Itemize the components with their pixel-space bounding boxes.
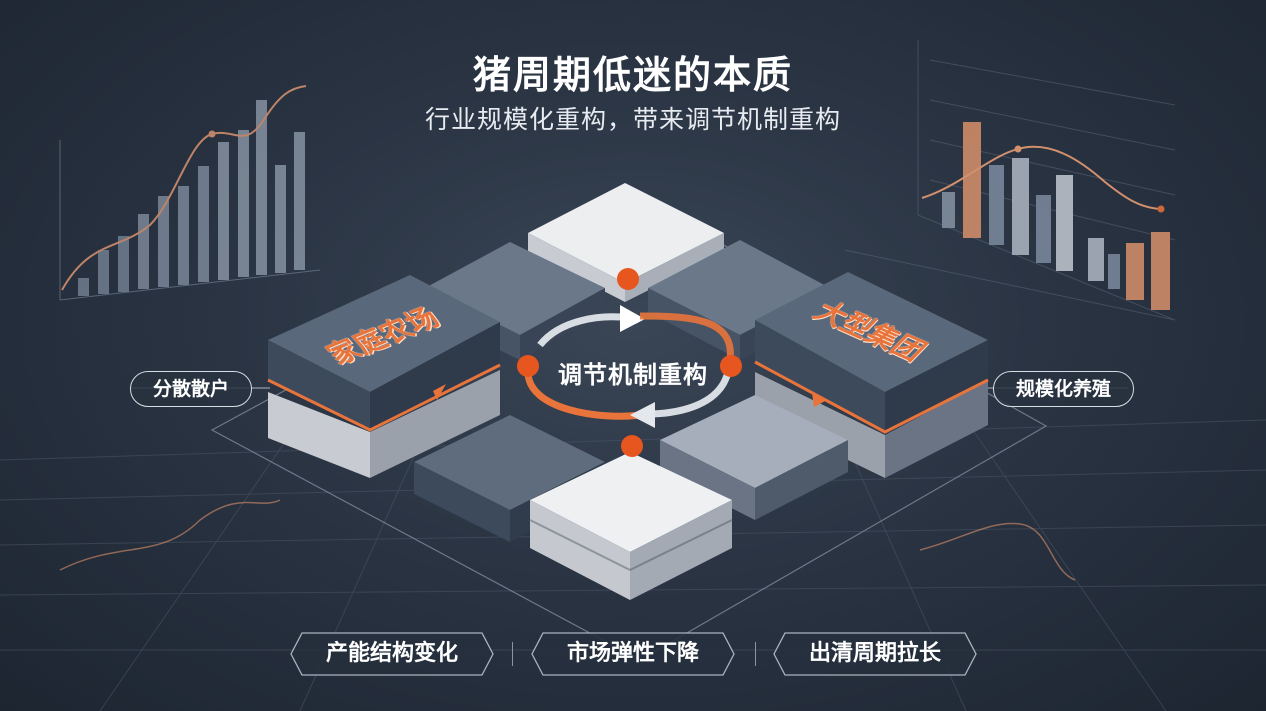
tag-frame [773, 632, 977, 676]
node-left [517, 355, 539, 377]
cycle-arrows [524, 305, 734, 428]
tag-label: 产能结构变化 [325, 641, 458, 666]
block-large-group [754, 272, 989, 478]
block-bottom-light [529, 452, 733, 600]
cycle-label: 调节机制重构 [558, 361, 708, 389]
tag-capacity-structure: 产能结构变化 [290, 632, 494, 676]
tag-label: 市场弹性下降 [566, 641, 699, 666]
scattered-households-pill: 分散散户 [130, 371, 253, 407]
tag-clearing-cycle: 出清周期拉长 [773, 632, 977, 676]
left-bg-chart [59, 85, 321, 301]
node-top [617, 268, 639, 290]
node-right [720, 355, 742, 377]
page-title: 猪周期低迷的本质 [472, 53, 793, 97]
scaled-farming-pill: 规模化养殖 [993, 371, 1135, 407]
divider [755, 642, 756, 666]
block-top-light [528, 183, 724, 302]
right-bg-chart [844, 40, 1176, 321]
tag-frame [290, 632, 494, 676]
block-family-farm [267, 275, 501, 478]
page-subtitle: 行业规模化重构，带来调节机制重构 [424, 105, 841, 134]
node-bottom [621, 435, 643, 457]
divider [512, 642, 513, 666]
tag-market-elasticity: 市场弹性下降 [531, 632, 735, 676]
tag-label: 出清周期拉长 [808, 641, 941, 666]
tag-frame [531, 632, 735, 676]
